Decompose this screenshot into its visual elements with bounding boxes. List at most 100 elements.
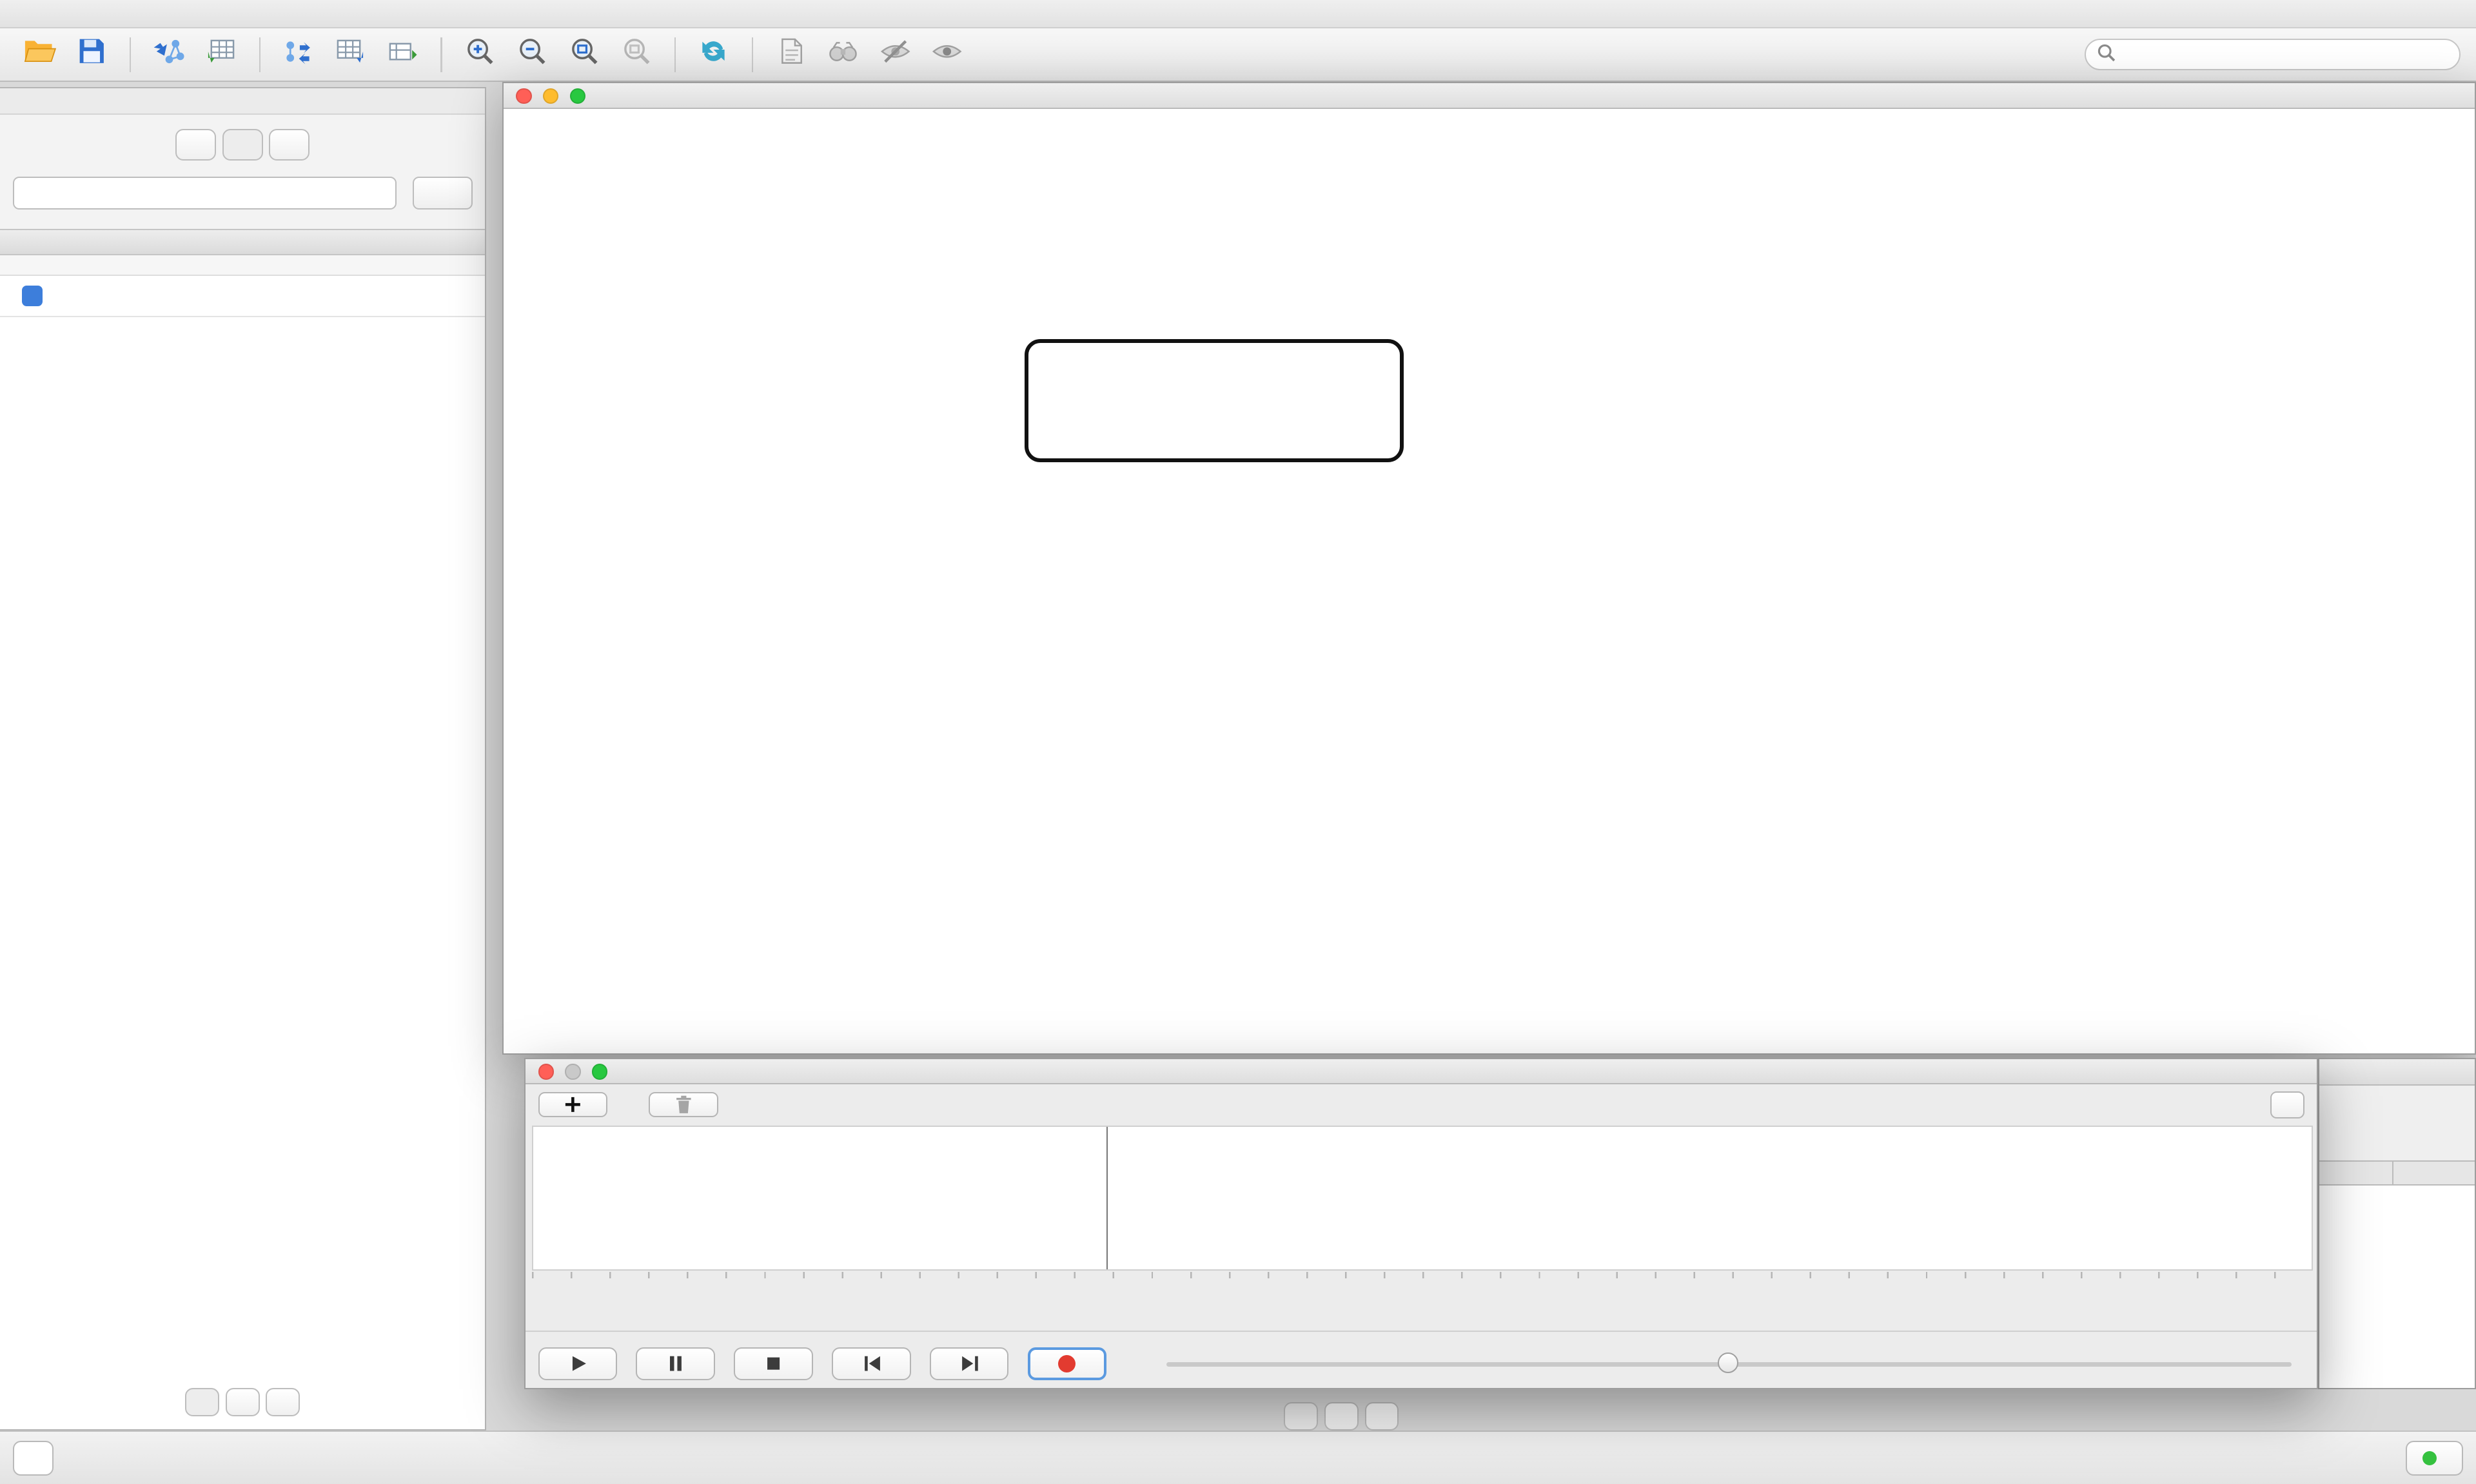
session-titlebar xyxy=(0,0,2476,29)
table-column-header[interactable] xyxy=(2319,1161,2394,1184)
export-network-button[interactable] xyxy=(275,32,322,77)
search-box[interactable] xyxy=(2084,39,2461,71)
minimize-window-icon[interactable] xyxy=(542,88,559,104)
search-icon xyxy=(2097,41,2116,69)
control-panel-tabs xyxy=(0,115,485,171)
search-input[interactable] xyxy=(2123,44,2448,65)
timeline-ruler[interactable] xyxy=(531,1272,2314,1299)
stop-button[interactable] xyxy=(734,1347,813,1381)
import-table-icon xyxy=(205,37,237,72)
skip-forward-icon xyxy=(961,1356,978,1371)
previous-frame-button[interactable] xyxy=(832,1347,911,1381)
cyanimator-titlebar[interactable] xyxy=(526,1059,2317,1084)
tab-node-table[interactable] xyxy=(1284,1401,1318,1430)
close-window-icon[interactable] xyxy=(538,1064,555,1080)
main-toolbar xyxy=(0,28,2476,83)
cyanimator-window xyxy=(524,1057,2319,1390)
network-window xyxy=(502,82,2476,1055)
playback-controls xyxy=(526,1340,2317,1387)
export-table-icon xyxy=(335,37,366,72)
save-icon xyxy=(77,36,107,73)
control-panel xyxy=(0,86,487,1430)
tab-style[interactable] xyxy=(222,129,263,161)
apply-layout-button[interactable] xyxy=(690,32,737,77)
zoom-window-icon[interactable] xyxy=(591,1064,608,1080)
add-frame-button[interactable] xyxy=(538,1092,608,1118)
record-button[interactable] xyxy=(1027,1347,1107,1381)
properties-header[interactable] xyxy=(0,228,486,256)
import-network-button[interactable] xyxy=(145,32,192,77)
eye-icon xyxy=(930,38,963,72)
slider-knob[interactable] xyxy=(1718,1352,1738,1374)
pause-button[interactable] xyxy=(636,1347,715,1381)
overview-button[interactable] xyxy=(820,32,867,77)
zoom-fit-button[interactable] xyxy=(560,32,607,77)
tab-network-table[interactable] xyxy=(1364,1401,1399,1430)
refresh-icon xyxy=(698,35,729,73)
toolbar-separator xyxy=(674,37,676,72)
open-folder-icon xyxy=(22,36,57,73)
hide-selected-button[interactable] xyxy=(872,32,919,77)
animation-speed-slider[interactable] xyxy=(1166,1348,2292,1380)
table-panel xyxy=(2318,1057,2476,1390)
save-session-button[interactable] xyxy=(68,32,115,77)
tab-network[interactable] xyxy=(175,129,216,161)
tab-edge[interactable] xyxy=(225,1388,260,1417)
clear-all-frames-button[interactable] xyxy=(2270,1091,2304,1118)
export-image-icon xyxy=(387,37,418,72)
window-lights xyxy=(538,1064,608,1080)
table-column-headers xyxy=(2319,1160,2475,1186)
network-window-titlebar[interactable] xyxy=(503,83,2475,109)
zoom-in-icon xyxy=(465,36,495,73)
delete-frame-button[interactable] xyxy=(649,1092,718,1118)
document-icon xyxy=(778,36,805,73)
minor-ticks xyxy=(531,1272,2314,1279)
play-icon xyxy=(573,1356,587,1371)
export-image-button[interactable] xyxy=(379,32,426,77)
close-window-icon[interactable] xyxy=(516,88,532,104)
zoom-in-button[interactable] xyxy=(457,32,504,77)
window-lights xyxy=(516,88,586,104)
zoom-window-icon[interactable] xyxy=(569,88,586,104)
playhead[interactable] xyxy=(1106,1126,1108,1269)
show-all-button[interactable] xyxy=(923,32,970,77)
minimize-window-icon[interactable] xyxy=(565,1064,581,1080)
tab-edge-table[interactable] xyxy=(1324,1401,1359,1430)
table-browser-tabs xyxy=(1284,1401,1399,1430)
next-frame-button[interactable] xyxy=(929,1347,1009,1381)
zoom-selected-icon xyxy=(622,36,652,73)
annotation-box[interactable] xyxy=(1024,339,1404,463)
play-button[interactable] xyxy=(538,1347,618,1381)
pause-icon xyxy=(670,1356,682,1371)
toolbar-separator xyxy=(751,37,753,72)
eye-slash-icon xyxy=(879,38,912,72)
import-table-button[interactable] xyxy=(197,32,244,77)
trash-icon xyxy=(676,1095,691,1114)
network-snapshot-button[interactable] xyxy=(767,32,814,77)
zoom-out-button[interactable] xyxy=(508,32,555,77)
lock-size-checkbox[interactable] xyxy=(22,285,43,306)
lock-size-row[interactable] xyxy=(0,276,486,317)
toolbar-separator xyxy=(440,37,442,72)
control-panel-top xyxy=(0,115,486,229)
style-options-button[interactable] xyxy=(412,176,473,210)
open-session-button[interactable] xyxy=(15,32,63,77)
tab-select[interactable] xyxy=(269,129,310,161)
network-canvas[interactable] xyxy=(503,108,2475,1053)
style-selector[interactable] xyxy=(12,176,397,210)
memory-button[interactable] xyxy=(2405,1441,2464,1476)
export-table-button[interactable] xyxy=(327,32,374,77)
record-icon xyxy=(1058,1354,1076,1372)
export-network-icon xyxy=(282,37,314,72)
tab-node[interactable] xyxy=(184,1388,219,1417)
panel-menu-button[interactable] xyxy=(12,1441,54,1476)
toolbar-separator xyxy=(129,37,132,72)
zoom-selected-button[interactable] xyxy=(613,32,660,77)
divider xyxy=(526,1331,2317,1333)
frames-track[interactable] xyxy=(531,1125,2314,1271)
properties-column-headers xyxy=(0,255,486,277)
tab-network-style[interactable] xyxy=(266,1388,300,1417)
plus-icon xyxy=(565,1097,580,1113)
skip-back-icon xyxy=(864,1356,880,1371)
network-graph[interactable] xyxy=(504,109,2474,1053)
